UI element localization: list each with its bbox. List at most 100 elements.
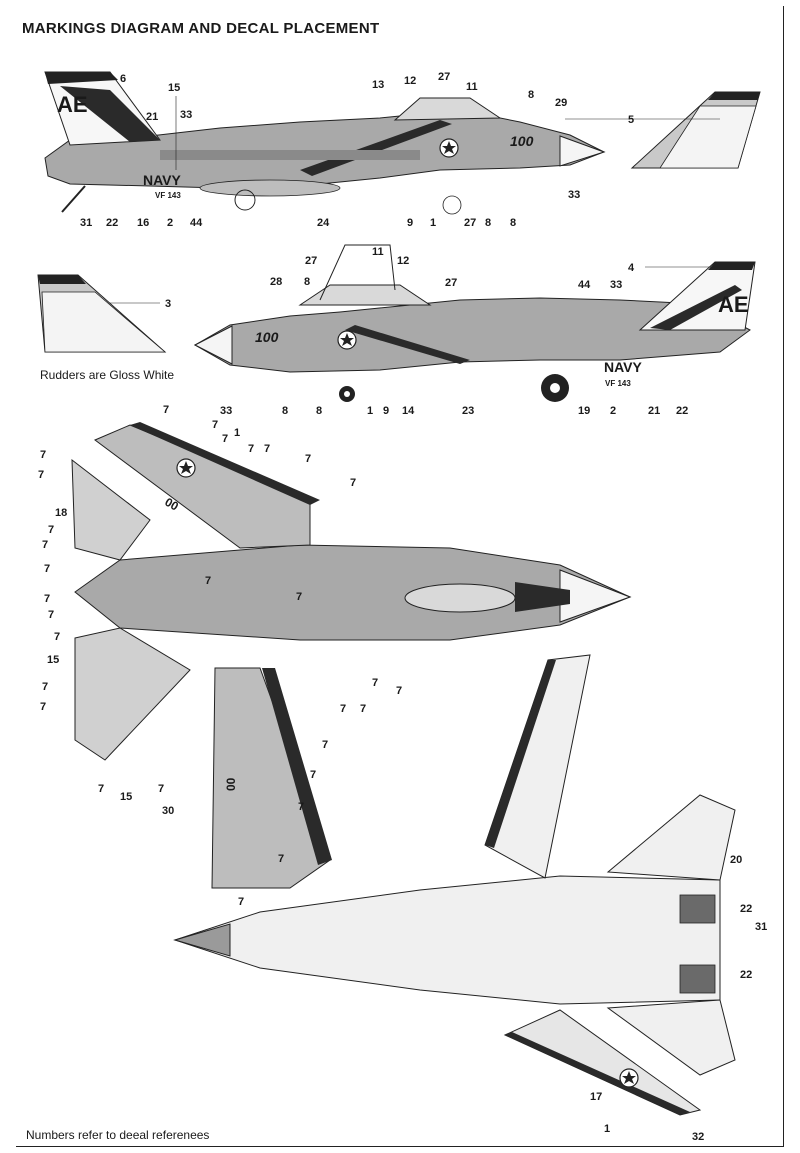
callout-top: 7	[396, 685, 402, 697]
callout-side-left: 8	[485, 217, 491, 229]
callout-numbers: 6 15 21 33 13 12 27 11 8 29 31 22 16 2 4…	[38, 71, 767, 1143]
bottom-view	[173, 654, 736, 1116]
callout-top: 7	[278, 853, 284, 865]
callout-side-left: 27	[438, 71, 450, 83]
rudder-note: Rudders are Gloss White	[40, 368, 175, 382]
callout-bottom: 31	[755, 921, 767, 933]
callout-top: 7	[42, 681, 48, 693]
callout-side-right: 19	[578, 405, 590, 417]
callout-side-left: 24	[317, 217, 330, 229]
callout-top: 7	[98, 783, 104, 795]
callout-side-right: 21	[648, 405, 660, 417]
callout-top: 7	[48, 609, 54, 621]
canopy-left	[393, 97, 502, 121]
callout-top: 7	[42, 539, 48, 551]
page-title: MARKINGS DIAGRAM AND DECAL PLACEMENT	[22, 20, 380, 37]
callout-side-left: 16	[137, 217, 149, 229]
callout-side-left: 22	[106, 217, 118, 229]
callout-side-left: 21	[146, 111, 158, 123]
callout-side-right: 11	[372, 246, 384, 258]
fuselage-stripe-right	[345, 325, 470, 364]
rudder-right-view	[630, 91, 761, 169]
navy-label-left: NAVY	[143, 172, 182, 188]
callout-side-right: 23	[462, 405, 474, 417]
wing-code-top: 00	[162, 495, 181, 514]
tail-code-right: AE	[718, 292, 749, 317]
rudder-left-view	[37, 274, 167, 353]
callout-top: 7	[248, 443, 254, 455]
callout-side-right: 22	[676, 405, 688, 417]
callout-side-right: 8	[316, 405, 322, 417]
callout-top: 1	[234, 427, 240, 439]
callout-side-right: 44	[578, 279, 591, 291]
fin-cap-left	[45, 72, 118, 84]
callout-side-left: 31	[80, 217, 92, 229]
callout-top: 7	[54, 631, 60, 643]
callout-top: 7	[48, 524, 54, 536]
stabilizer-top-upper	[71, 458, 151, 561]
fuselage-stripe-left	[300, 120, 452, 176]
callout-top: 7	[360, 703, 366, 715]
modex-label-right: 100	[255, 329, 279, 345]
side-view-right: AE NAVY VF 143 100	[193, 244, 756, 402]
callout-top: 7	[205, 575, 211, 587]
callout-lines	[92, 77, 720, 304]
callout-bottom: 1	[604, 1123, 610, 1135]
wing-top-lower	[211, 667, 331, 889]
callout-top: 7	[296, 591, 302, 603]
callout-bottom: 32	[692, 1131, 704, 1143]
callout-side-right: 28	[270, 276, 282, 288]
callout-side-left: 1	[430, 217, 436, 229]
callout-side-left: 12	[404, 75, 416, 87]
callout-top: 7	[322, 739, 328, 751]
arrestor-hook-left	[61, 185, 86, 213]
engine-nozzle-lower	[679, 964, 716, 994]
callout-top: 7	[44, 563, 50, 575]
radome-bottom	[173, 923, 231, 957]
callout-side-left: 29	[555, 97, 567, 109]
canopy-open-right	[319, 244, 396, 301]
radome-left	[559, 135, 606, 167]
engine-nozzle-upper	[679, 894, 716, 924]
callout-bottom: 22	[740, 969, 752, 981]
radome-right	[193, 325, 233, 365]
callout-top: 15	[120, 791, 132, 803]
callout-side-right: 33	[220, 405, 232, 417]
callout-side-left: 2	[167, 217, 173, 229]
callout-top: 7	[40, 449, 46, 461]
callout-bottom: 20	[730, 854, 742, 866]
stabilizer-bottom-upper	[606, 794, 736, 881]
callout-top: 7	[372, 677, 378, 689]
wing-top-upper	[94, 424, 311, 549]
canopy-top	[404, 583, 516, 613]
callout-side-left: 15	[168, 82, 180, 94]
callout-top: 7	[40, 701, 46, 713]
stabilizer-top-lower	[74, 627, 191, 761]
modex-label-left: 100	[510, 133, 534, 149]
callout-side-left: 9	[407, 217, 413, 229]
radome-top	[559, 569, 632, 623]
callout-side-left: 44	[190, 217, 203, 229]
callout-bottom: 17	[590, 1091, 602, 1103]
callout-top: 7	[298, 801, 304, 813]
callout-bottom: 22	[740, 903, 752, 915]
callout-side-left: 11	[466, 81, 478, 93]
callout-side-right: 1	[367, 405, 373, 417]
callout-side-right: 9	[383, 405, 389, 417]
callout-rudder-left: 3	[165, 298, 171, 310]
callout-top: 7	[158, 783, 164, 795]
callout-top: 7	[44, 593, 50, 605]
squadron-label-right: VF 143	[605, 379, 631, 388]
wing-bottom-upper	[484, 654, 591, 879]
wing-code-bottom-top: 00	[224, 777, 238, 791]
fuselage-bottom	[173, 875, 721, 1005]
callout-side-left: 27	[464, 217, 476, 229]
callout-side-right: 33	[610, 279, 622, 291]
callout-top: 15	[47, 654, 59, 666]
callout-top: 30	[162, 805, 174, 817]
page-frame	[16, 6, 784, 1147]
callout-side-left: 6	[120, 73, 126, 85]
navy-label-right: NAVY	[604, 359, 643, 375]
drop-tank-left	[199, 179, 341, 197]
